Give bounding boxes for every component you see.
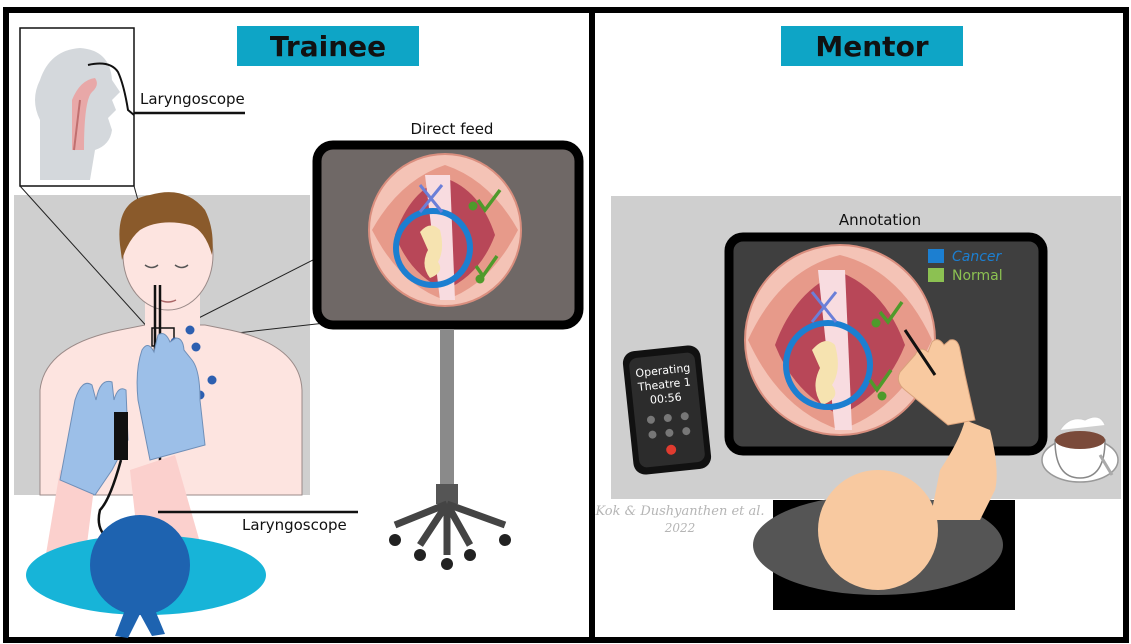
legend-cancer-swatch bbox=[928, 249, 944, 263]
legend-normal-swatch bbox=[928, 268, 944, 282]
direct-feed-label: Direct feed bbox=[411, 120, 494, 138]
trainee-title: Trainee bbox=[270, 30, 386, 63]
signature-line2: 2022 bbox=[664, 521, 696, 535]
inset-laryngoscope-label: Laryngoscope bbox=[140, 90, 245, 108]
legend-cancer-label: Cancer bbox=[952, 249, 1003, 265]
legend-normal-label: Normal bbox=[952, 268, 1003, 284]
annotation-label: Annotation bbox=[839, 211, 921, 229]
mentor-title: Mentor bbox=[815, 30, 928, 63]
mentor-endoscopic-view bbox=[745, 245, 935, 435]
phone: Operating Theatre 1 00:56 bbox=[622, 344, 713, 475]
trainee-endoscopic-view bbox=[369, 154, 521, 306]
bottom-laryngoscope-label: Laryngoscope bbox=[242, 516, 347, 534]
mentor-head bbox=[818, 470, 938, 590]
signature-line1: Kok & Dushyanthen et al. bbox=[594, 504, 764, 519]
